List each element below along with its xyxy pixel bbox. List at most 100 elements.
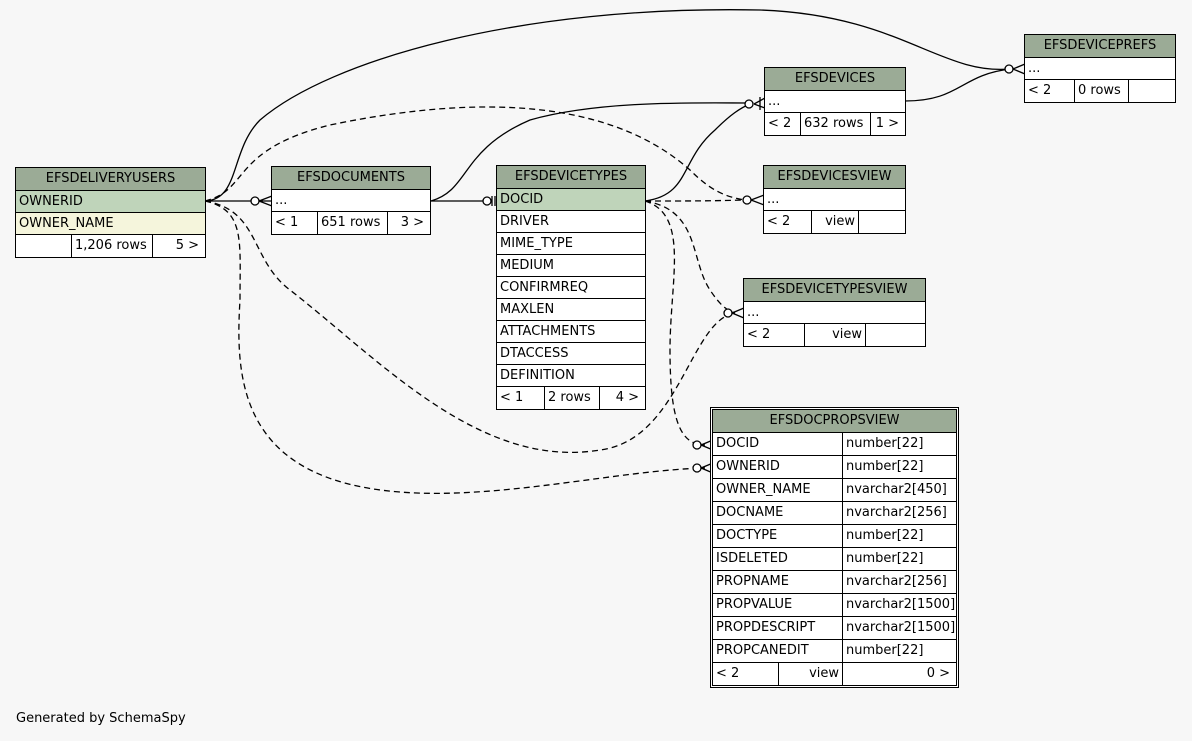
column-isdeleted: ISDELETED number[22] [713,548,956,571]
parents-count: < 2 [713,663,779,685]
edge-devices-deviceprefs [904,68,1011,102]
children-count: 4 > [615,390,639,405]
table-footer: 1,206 rows 5 > [16,235,205,257]
columns-collapsed: ... [272,190,430,212]
column-propname: PROPNAME nvarchar2[256] [713,571,956,594]
edge-deliveryusers-devicesview [204,106,746,202]
table-header[interactable]: EFSDEVICEPREFS [1025,35,1175,58]
column-type: nvarchar2[450] [846,482,947,497]
table-efsdevicetypes[interactable]: EFSDEVICETYPES DOCID DRIVER MIME_TYPE ME… [496,165,646,410]
columns-collapsed: ... [1025,58,1175,80]
crowfoot-circle [1004,64,1014,74]
column-dtaccess: DTACCESS [497,343,645,365]
children-count [1129,80,1175,102]
generated-by-label: Generated by SchemaSpy [16,711,186,726]
row-count: 651 rows [318,212,388,234]
column-confirmreq: CONFIRMREQ [497,277,645,299]
children-count: 0 > [926,666,950,681]
crowfoot-circle [744,99,754,109]
column-type: nvarchar2[256] [846,574,947,589]
table-efsdocuments[interactable]: EFSDOCUMENTS ... < 1 651 rows 3 > [271,166,431,235]
crowfoot-circle [250,196,260,206]
table-efsdevicesview[interactable]: EFSDEVICESVIEW ... < 2 view [763,165,906,234]
children-count: 3 > [400,215,424,230]
table-efsdevices[interactable]: EFSDEVICES ... < 2 632 rows 1 > [764,67,906,136]
column-type: number[22] [846,528,924,543]
column-attachments: ATTACHMENTS [497,321,645,343]
parents-count: < 2 [765,113,801,135]
edge-devicetypes-devicetypesview [644,200,736,314]
row-count: 632 rows [801,113,871,135]
column-name: PROPVALUE [713,594,843,616]
table-efsdocpropsview[interactable]: EFSDOCPROPSVIEW DOCID number[22] OWNERID… [710,407,959,688]
table-footer: < 1 2 rows 4 > [497,387,645,409]
table-footer: < 2 632 rows 1 > [765,113,905,135]
edge-devicetypes-devices [644,102,753,202]
crowfoot-circle [723,308,733,318]
column-type: nvarchar2[1500] [846,597,956,612]
crowfoot-circle [742,195,752,205]
edge-deliveryusers-deviceprefs [204,9,1011,202]
column-name: DOCTYPE [713,525,843,547]
column-name: PROPCANEDIT [713,640,843,662]
table-header[interactable]: EFSDEVICETYPES [497,166,645,189]
column-name: OWNERID [713,456,843,478]
table-header[interactable]: EFSDOCUMENTS [272,167,430,190]
edge-deliveryusers-devicetypesview [204,200,736,453]
column-maxlen: MAXLEN [497,299,645,321]
column-type: nvarchar2[1500] [846,620,956,635]
edge-deliveryusers-docpropsview [204,200,706,494]
parents-count: < 2 [1025,80,1075,102]
column-propcanedit: PROPCANEDIT number[22] [713,640,956,663]
column-type: number[22] [846,436,924,451]
parents-count: < 1 [272,212,318,234]
row-count: view [779,663,843,685]
crowfoot-circle [692,440,702,450]
row-count: 1,206 rows [72,235,153,257]
column-name: ISDELETED [713,548,843,570]
edge-devicetypes-docpropsview [644,200,706,446]
children-count [859,211,905,233]
table-header[interactable]: EFSDEVICES [765,68,905,91]
parents-count: < 2 [744,324,805,346]
column-owner-name: OWNER_NAME nvarchar2[450] [713,479,956,502]
column-name: OWNER_NAME [713,479,843,501]
table-header[interactable]: EFSDELIVERYUSERS [16,168,205,191]
columns-collapsed: ... [765,91,905,113]
table-header[interactable]: EFSDOCPROPSVIEW [713,410,956,433]
table-efsdevicetypesview[interactable]: EFSDEVICETYPESVIEW ... < 2 view [743,278,926,347]
row-count: 0 rows [1075,80,1129,102]
column-docid: DOCID number[22] [713,433,956,456]
column-type: nvarchar2[256] [846,505,947,520]
column-definition: DEFINITION [497,365,645,387]
column-docname: DOCNAME nvarchar2[256] [713,502,956,525]
column-driver: DRIVER [497,211,645,233]
table-efsdeviceprefs[interactable]: EFSDEVICEPREFS ... < 2 0 rows [1024,34,1176,103]
columns-collapsed: ... [744,302,925,324]
column-type: number[22] [846,643,924,658]
children-count: 1 > [875,116,899,131]
table-footer: < 2 view 0 > [713,663,956,685]
crowfoot-circle [482,196,492,206]
parents-count: < 2 [764,211,812,233]
children-count: 5 > [175,238,199,253]
table-header[interactable]: EFSDEVICETYPESVIEW [744,279,925,302]
column-propvalue: PROPVALUE nvarchar2[1500] [713,594,956,617]
column-owner-name: OWNER_NAME [16,213,205,235]
column-ownerid: OWNERID number[22] [713,456,956,479]
column-type: number[22] [846,459,924,474]
edge-documents-devices [430,102,751,202]
column-doctype: DOCTYPE number[22] [713,525,956,548]
table-efsdeliveryusers[interactable]: EFSDELIVERYUSERS OWNERID OWNER_NAME 1,20… [15,167,206,258]
column-name: DOCID [713,433,843,455]
column-name: PROPDESCRIPT [713,617,843,639]
column-medium: MEDIUM [497,255,645,277]
table-footer: < 2 0 rows [1025,80,1175,102]
column-type: number[22] [846,551,924,566]
table-footer: < 2 view [764,211,905,233]
column-propdescript: PROPDESCRIPT nvarchar2[1500] [713,617,956,640]
column-name: PROPNAME [713,571,843,593]
children-count [866,324,925,346]
table-header[interactable]: EFSDEVICESVIEW [764,166,905,189]
